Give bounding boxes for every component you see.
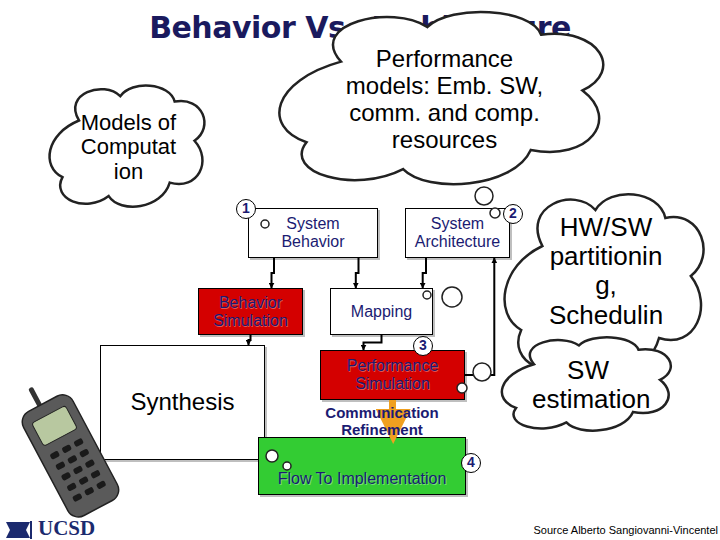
- callout-number: 4: [461, 453, 481, 473]
- phone-screen: [32, 405, 78, 446]
- simulation-box: Performance Simulation: [320, 350, 465, 400]
- process-box: System Architecture: [405, 208, 510, 258]
- callout-number: 3: [413, 336, 433, 356]
- callout-number: 2: [503, 204, 523, 224]
- cloud-shape: [502, 337, 671, 430]
- connector: [364, 335, 382, 350]
- connector: [356, 258, 359, 288]
- node-text: System Architecture: [408, 215, 508, 251]
- node-text: Mapping: [351, 303, 412, 321]
- source-note: Source Alberto Sangiovanni-Vincentel: [534, 524, 718, 536]
- edge-label: Communication Refinement: [302, 405, 462, 438]
- phone-antenna: [28, 387, 43, 409]
- node-text: Models of Computat ion: [73, 111, 185, 185]
- simulation-box: Behavior Simulation: [198, 288, 303, 335]
- thought-cloud: Performance models: Emb. SW, comm. and c…: [272, 4, 617, 196]
- node-text: Synthesis: [130, 389, 234, 416]
- bubble-dot: [473, 363, 491, 381]
- node-text: SW estimation: [532, 356, 644, 414]
- connector: [272, 258, 275, 288]
- connector: [423, 258, 426, 288]
- connector: [465, 258, 494, 375]
- node-text: Performance Simulation: [333, 357, 453, 393]
- thought-cloud: SW estimation: [498, 333, 678, 437]
- node-text: Behavior Simulation: [201, 294, 301, 330]
- bubble-dot: [475, 187, 493, 205]
- process-box: Mapping: [330, 288, 433, 335]
- implementation-box: Flow To Implementation: [258, 437, 466, 495]
- callout-number: 1: [236, 199, 256, 219]
- cloud-shape: [50, 86, 205, 207]
- cloud-shape: [279, 12, 603, 184]
- bubble-dot: [442, 287, 462, 307]
- logo-mark: [6, 521, 32, 539]
- node-text: System Behavior: [273, 215, 353, 251]
- node-text: Performance models: Emb. SW, comm. and c…: [342, 46, 547, 154]
- logo-text: UCSD: [38, 516, 95, 540]
- connector: [249, 335, 251, 345]
- phone-keypad: [49, 438, 106, 503]
- process-box: Synthesis: [100, 345, 265, 460]
- process-box: System Behavior: [248, 208, 378, 258]
- thought-cloud: Models of Computat ion: [46, 80, 211, 215]
- node-text: Flow To Implementation: [278, 470, 447, 488]
